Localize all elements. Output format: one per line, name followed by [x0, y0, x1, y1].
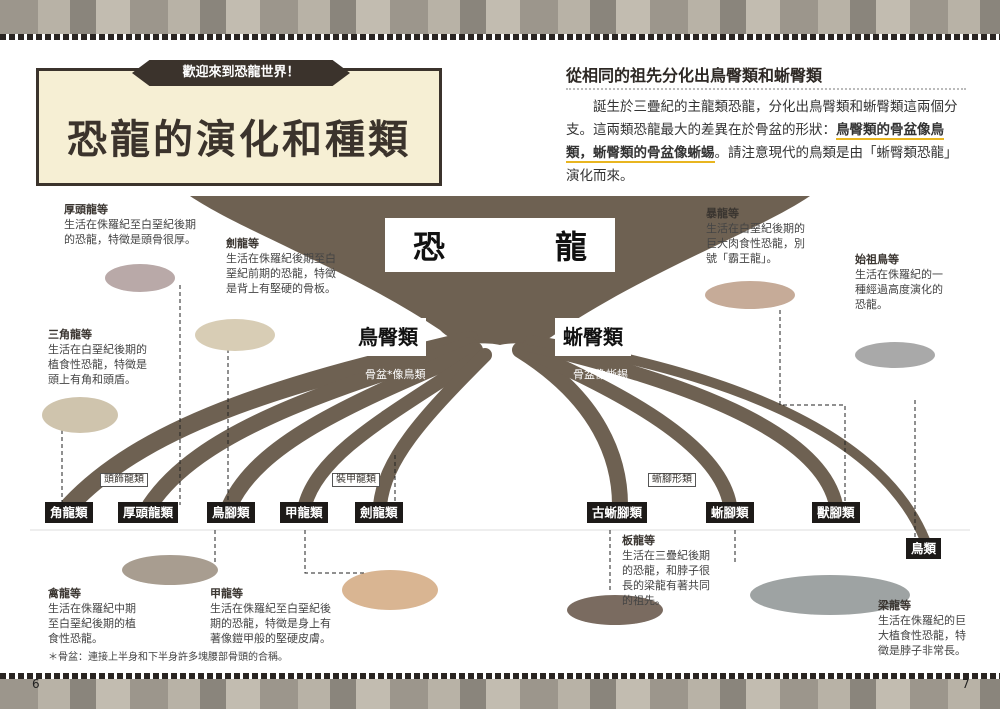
desc-title: 劍龍等 — [226, 237, 259, 250]
section-heading: 從相同的祖先分化出鳥臀類和蜥臀類 — [566, 66, 823, 85]
ankylosaurus-illustration — [342, 570, 438, 610]
ribbon: 歡迎來到恐龍世界！ — [132, 60, 350, 86]
intro-paragraph: 誕生於三疊紀的主龍類恐龍，分化出鳥臀類和蜥臀類這兩個分支。這兩類恐龍最大的差異在… — [566, 96, 968, 188]
clade-label: 鳥腳類 — [207, 502, 255, 523]
group-label: 頭飾龍類 — [100, 473, 148, 487]
pachycephalosaurus-illustration — [105, 264, 175, 292]
desc-text: 生活在侏羅紀的一種經過高度演化的恐龍。 — [855, 268, 943, 311]
iguanodon-illustration — [122, 555, 218, 585]
desc-title: 板龍等 — [622, 534, 655, 547]
footnote: ＊骨盆：連接上半身和下半身許多塊腰部骨頭的合稱。 — [48, 652, 288, 663]
saurischia-note: 骨盆像蜥蜴 — [573, 368, 628, 381]
clade-label: 鳥類 — [906, 538, 942, 559]
page-title: 恐龍的演化和種類 — [67, 117, 411, 163]
archaeopteryx-illustration — [855, 342, 935, 368]
description: 禽龍等生活在侏羅紀中期至白堊紀後期的植食性恐龍。 — [48, 586, 140, 646]
description: 三角龍等生活在白堊紀後期的植食性恐龍，特徵是頭上有角和頭盾。 — [48, 327, 150, 387]
group-label: 蜥腳形類 — [648, 473, 696, 487]
diplodocus-illustration — [750, 575, 910, 615]
description: 暴龍等生活在白堊紀後期的巨大肉食性恐龍，別號「霸王龍」。 — [706, 206, 810, 266]
ornithischia-note: 骨盆*像鳥類 — [365, 368, 426, 381]
divider — [566, 88, 966, 90]
desc-title: 始祖鳥等 — [855, 253, 899, 266]
desc-text: 生活在侏羅紀至白堊紀後期的恐龍，特徵是身上有著像鎧甲般的堅硬皮膚。 — [210, 602, 331, 645]
title-box: 恐龍的演化和種類 — [36, 68, 442, 186]
desc-text: 生活在侏羅紀的巨大植食性恐龍，特徵是脖子非常長。 — [878, 614, 966, 657]
page-number-right: 7 — [962, 677, 970, 691]
text: 龍 — [554, 228, 587, 266]
divider — [0, 34, 1000, 40]
description: 劍龍等生活在侏羅紀後期至白堊紀前期的恐龍，特徵是背上有堅硬的骨板。 — [226, 236, 346, 296]
saurischia-label: 蜥臀類 — [555, 318, 631, 356]
group-label: 裝甲龍類 — [332, 473, 380, 487]
clade-label: 蜥腳類 — [706, 502, 754, 523]
dinosaur-illustrations — [42, 264, 935, 625]
desc-text: 生活在侏羅紀後期至白堊紀前期的恐龍，特徵是背上有堅硬的骨板。 — [226, 252, 336, 295]
clade-label: 甲龍類 — [280, 502, 328, 523]
desc-title: 甲龍等 — [210, 587, 243, 600]
ornithischia-label: 鳥臀類 — [350, 318, 426, 356]
desc-text: 生活在白堊紀後期的植食性恐龍，特徵是頭上有角和頭盾。 — [48, 343, 147, 386]
divider — [0, 673, 1000, 679]
desc-title: 厚頭龍等 — [64, 203, 108, 216]
desc-title: 三角龍等 — [48, 328, 92, 341]
clade-label: 劍龍類 — [355, 502, 403, 523]
description: 梁龍等生活在侏羅紀的巨大植食性恐龍，特徵是脖子非常長。 — [878, 598, 970, 658]
desc-title: 禽龍等 — [48, 587, 81, 600]
connector-lines — [61, 285, 916, 590]
desc-title: 梁龍等 — [878, 599, 911, 612]
desc-text: 生活在侏羅紀中期至白堊紀後期的植食性恐龍。 — [48, 602, 136, 645]
stegosaurus-illustration — [195, 319, 275, 351]
text: 。請注意現代的鳥類是由「蜥臀類恐龍」演化而來。 — [566, 145, 958, 184]
desc-text: 生活在白堊紀後期的巨大肉食性恐龍，別號「霸王龍」。 — [706, 222, 805, 265]
dinosaur-root-label: 恐龍 — [385, 218, 615, 272]
description: 厚頭龍等生活在侏羅紀至白堊紀後期的恐龍，特徵是頭骨很厚。 — [64, 202, 199, 247]
tyrannosaurus-illustration — [705, 281, 795, 309]
highlight-text: 鳥臀類的骨盆像鳥類，蜥臀類的骨盆像蜥蜴 — [566, 122, 944, 163]
clade-label: 獸腳類 — [812, 502, 860, 523]
desc-title: 暴龍等 — [706, 207, 739, 220]
stone-border-bottom — [0, 679, 1000, 709]
clade-label: 角龍類 — [45, 502, 93, 523]
triceratops-illustration — [42, 397, 118, 433]
desc-text: 生活在侏羅紀至白堊紀後期的恐龍，特徵是頭骨很厚。 — [64, 218, 196, 246]
description: 甲龍等生活在侏羅紀至白堊紀後期的恐龍，特徵是身上有著像鎧甲般的堅硬皮膚。 — [210, 586, 335, 646]
stone-border-top — [0, 0, 1000, 34]
text: 誕生於三疊紀的主龍類恐龍，分化出鳥臀類和蜥臀類這兩個分支。這兩類恐龍最大的差異在… — [566, 99, 958, 138]
plateosaurus-illustration — [567, 595, 663, 625]
clade-label: 古蜥腳類 — [587, 502, 648, 523]
description: 板龍等生活在三疊紀後期的恐龍，和脖子很長的梁龍有著共同的祖先。 — [622, 533, 714, 608]
tree-branches — [61, 331, 930, 545]
text: 恐 — [413, 228, 446, 266]
page-number-left: 6 — [32, 677, 40, 691]
clade-label: 厚頭龍類 — [118, 502, 179, 523]
desc-text: 生活在三疊紀後期的恐龍，和脖子很長的梁龍有著共同的祖先。 — [622, 549, 710, 607]
description: 始祖鳥等生活在侏羅紀的一種經過高度演化的恐龍。 — [855, 252, 947, 312]
